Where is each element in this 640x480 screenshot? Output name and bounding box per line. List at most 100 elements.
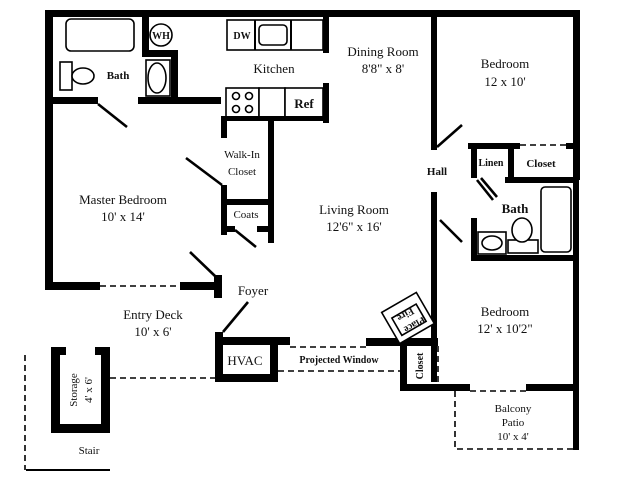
toilet-bowl-1 — [71, 67, 95, 85]
wall-linen-top — [468, 143, 520, 149]
kitchen-label: Kitchen — [253, 61, 295, 76]
living-room-size: 12'6" x 16' — [326, 219, 382, 234]
wall-coats-bottom-right — [257, 226, 271, 232]
walkin-door — [185, 156, 223, 187]
dining-room-size: 8'8" x 8' — [362, 61, 405, 76]
bedroom-bottom-label: Bedroom — [481, 304, 529, 319]
fireplace — [380, 291, 436, 345]
wall-closet-top-end — [566, 143, 576, 149]
bathtub-2 — [540, 186, 572, 253]
dining-room-label: Dining Room — [347, 44, 418, 59]
wall-ref-right — [323, 83, 329, 123]
wall-storage-top-left — [51, 347, 66, 355]
wall-master-bottom-left — [45, 282, 100, 290]
wall-hvac-bottom — [215, 374, 278, 382]
fixtures — [59, 18, 572, 345]
wall-master-bottom-right — [180, 282, 222, 290]
wall-top-right — [280, 10, 580, 17]
wall-coats-bottom-left — [221, 226, 235, 232]
coats-label: Coats — [233, 209, 258, 221]
walkin-label-line1: Walk-In — [224, 149, 260, 161]
wall-pw-left — [270, 337, 290, 345]
storage-label: Storage — [68, 373, 80, 407]
wall-hall-lower — [431, 192, 437, 382]
counter-base — [221, 116, 329, 121]
bath1-door — [97, 102, 128, 129]
water-heater-label: WH — [152, 31, 170, 42]
refrigerator-label: Ref — [294, 96, 314, 111]
wall-closet-bottom — [505, 177, 577, 183]
dishwasher-label: DW — [233, 31, 250, 42]
wall-kitchen-bottom — [171, 97, 221, 104]
balcony-outline-dashed — [454, 391, 578, 450]
bath1-label: Bath — [107, 70, 130, 82]
dashed-outlines — [24, 144, 578, 471]
kitchen-sink — [258, 24, 288, 46]
wall-top — [45, 10, 280, 17]
fireplace-inner — [390, 302, 428, 337]
master-bedroom-label: Master Bedroom — [79, 192, 167, 207]
wall-storage-right — [101, 347, 110, 433]
bath2-label: Bath — [502, 201, 530, 216]
wall-bath-kitchen — [142, 10, 149, 55]
living-room-label: Living Room — [319, 202, 389, 217]
wall-hvac-left — [215, 332, 223, 382]
wall-bath-bottom — [53, 97, 98, 104]
linen-label: Linen — [478, 158, 503, 169]
wall-linen-closet — [508, 143, 514, 181]
burner-4 — [244, 104, 254, 114]
master-bedroom-size: 10' x 14' — [101, 209, 145, 224]
projected-window-label: Projected Window — [299, 355, 379, 366]
wall-wh-closet-side — [171, 50, 178, 104]
wall-bath2-bottom — [471, 255, 577, 261]
toilet-tank-1 — [59, 61, 73, 91]
burner-3 — [231, 104, 241, 114]
hall-label: Hall — [427, 166, 447, 178]
balcony-label-line1: Balcony — [495, 403, 532, 415]
wall-bath-bottom-right — [138, 97, 183, 104]
wall-walkin-right — [268, 118, 274, 243]
hvac-label: HVAC — [227, 353, 262, 368]
closet-top-label: Closet — [526, 158, 556, 170]
bedroom-top-size: 12 x 10' — [484, 74, 525, 89]
wall-bedroom-bottom-right — [526, 384, 578, 391]
labels: Bath WH DW Kitchen Ref Dining Room 8'8" … — [68, 31, 556, 457]
water-heater-icon — [149, 23, 173, 47]
sink-2 — [481, 235, 503, 251]
toilet-bowl-2 — [511, 217, 533, 243]
stair-label: Stair — [79, 445, 100, 457]
master-door — [189, 251, 216, 277]
bedroom-top-door — [436, 124, 463, 148]
linen-door-2 — [480, 177, 498, 198]
wall-kitchen-right-top — [323, 17, 329, 53]
burner-1 — [231, 91, 241, 101]
wall-linen-left — [471, 143, 477, 178]
balcony-label-line2: Patio — [502, 417, 525, 429]
wall-foyer-post — [214, 275, 222, 298]
entry-deck-size: 10' x 6' — [134, 324, 171, 339]
entry-deck-label: Entry Deck — [123, 307, 183, 322]
closet-small-label: Closet — [415, 352, 426, 379]
wall-left — [45, 10, 53, 290]
linen-door — [475, 179, 495, 201]
walkin-label-line2: Closet — [228, 166, 256, 178]
wall-bedroom-bottom-left — [400, 384, 470, 391]
burner-2 — [244, 91, 254, 101]
wall-walkin-coats — [221, 199, 274, 205]
wall-walkin-left — [221, 185, 227, 235]
wall-right-lower — [573, 180, 579, 450]
foyer-label: Foyer — [238, 283, 269, 298]
bedroom-top-label: Bedroom — [481, 56, 529, 71]
counter-mid — [258, 87, 286, 119]
wall-walkin-left-top — [221, 118, 227, 138]
doors — [97, 102, 498, 333]
wall-storage-top-right — [95, 347, 110, 355]
wall-storage-left — [51, 347, 60, 432]
coats-door — [234, 228, 257, 249]
balcony-size: 10' x 4' — [497, 431, 528, 443]
wall-hvac-top — [215, 337, 277, 345]
hall-bath-door — [439, 219, 463, 243]
wall-wh-closet — [142, 50, 178, 57]
sink-1 — [147, 62, 167, 94]
